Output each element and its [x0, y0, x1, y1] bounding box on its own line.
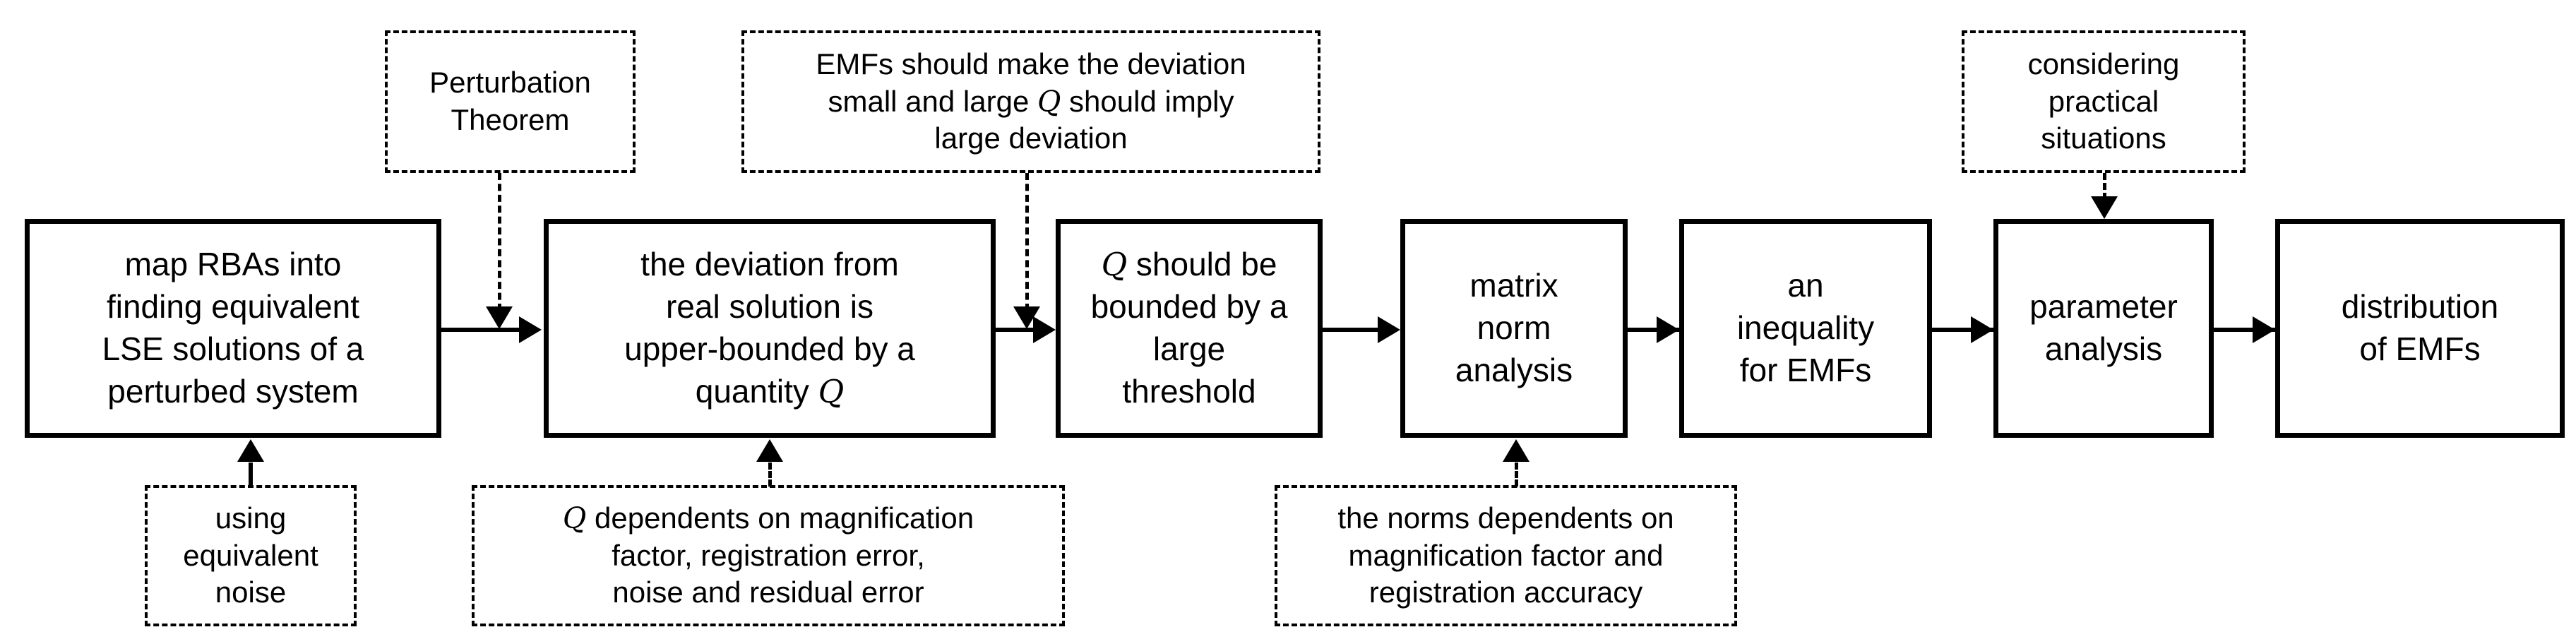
node-deviation-upper-bounded: the deviation from real solution is uppe…: [544, 219, 996, 438]
edge-a1-n2-line: [498, 173, 501, 311]
node-map-rbas-label: map RBAs into finding equivalent LSE sol…: [102, 246, 364, 410]
annotation-emfs-deviation-label-pre: EMFs should make the deviation small and…: [816, 47, 1246, 118]
node-inequality-for-emfs-label: an inequality for EMFs: [1736, 267, 1875, 388]
annotation-q-dependents: Q dependents on magnification factor, re…: [472, 485, 1065, 626]
annotation-emfs-deviation: EMFs should make the deviation small and…: [741, 30, 1320, 173]
edge-n5-n6-line: [1932, 328, 1996, 332]
node-map-rbas: map RBAs into finding equivalent LSE sol…: [25, 219, 441, 438]
edge-n6-n7-line: [2214, 328, 2279, 332]
edge-n5-n6-arrowhead: [1971, 316, 1993, 343]
edge-n3-n4-line: [1323, 328, 1379, 332]
annotation-considering-practical-situations: considering practical situations: [1962, 30, 2246, 173]
node-inequality-for-emfs: an inequality for EMFs: [1679, 219, 1932, 438]
edge-n3-n4-arrowhead: [1378, 316, 1400, 343]
annotation-q-dependents-label-post: dependents on magnification factor, regi…: [594, 501, 974, 609]
node-deviation-upper-bounded-label-pre: the deviation from real solution is uppe…: [624, 246, 915, 410]
annotation-perturbation-theorem: Perturbation Theorem: [385, 30, 636, 173]
q-symbol-node-threshold: Q: [1101, 246, 1128, 284]
node-q-bounded-threshold: Q should be bounded by a large threshold: [1056, 219, 1323, 438]
edge-n2-n3-line: [996, 328, 1038, 332]
edge-a1-n2-arrowhead: [486, 306, 513, 329]
q-symbol-annotation-emfs: Q: [1037, 84, 1061, 119]
edge-a5-n2-line: [768, 463, 772, 487]
annotation-using-equivalent-noise: using equivalent noise: [145, 485, 357, 626]
edge-a4-n1-arrowhead: [237, 439, 264, 462]
annotation-norms-dependents-label: the norms dependents on magnification fa…: [1337, 501, 1674, 609]
edge-a6-n4-line: [1515, 463, 1518, 487]
node-distribution-of-emfs: distribution of EMFs: [2275, 219, 2565, 438]
edge-a5-n2-arrowhead: [756, 439, 783, 462]
edge-n1-n2-arrowhead: [519, 316, 542, 343]
annotation-norms-dependents: the norms dependents on magnification fa…: [1275, 485, 1737, 626]
edge-a3-n6-line: [2103, 173, 2106, 200]
node-parameter-analysis-label: parameter analysis: [2029, 288, 2178, 367]
node-matrix-norm-analysis: matrix norm analysis: [1400, 219, 1628, 438]
node-q-bounded-threshold-label-post: should be bounded by a large threshold: [1090, 246, 1288, 410]
node-distribution-of-emfs-label: distribution of EMFs: [2341, 288, 2499, 367]
edge-n4-n5-arrowhead: [1657, 316, 1679, 343]
annotation-considering-practical-situations-label: considering practical situations: [2027, 47, 2180, 155]
edge-a3-n6-arrowhead: [2091, 196, 2118, 219]
node-parameter-analysis: parameter analysis: [1993, 219, 2214, 438]
edge-a6-n4-arrowhead: [1503, 439, 1530, 462]
edge-a2-n3-arrowhead: [1013, 306, 1040, 329]
annotation-using-equivalent-noise-label: using equivalent noise: [183, 501, 318, 609]
annotation-emfs-deviation-label-post: should imply large deviation: [934, 84, 1234, 155]
edge-n6-n7-arrowhead: [2253, 316, 2275, 343]
q-symbol-annotation-dependents: Q: [562, 501, 587, 535]
edge-n1-n2-line: [441, 328, 525, 332]
edge-n4-n5-line: [1628, 328, 1684, 332]
q-symbol-node-deviation: Q: [818, 373, 845, 410]
node-matrix-norm-analysis-label: matrix norm analysis: [1455, 267, 1573, 388]
annotation-perturbation-theorem-label: Perturbation Theorem: [429, 66, 591, 136]
edge-a2-n3-line: [1025, 173, 1029, 311]
edge-a4-n1-line: [249, 463, 253, 487]
